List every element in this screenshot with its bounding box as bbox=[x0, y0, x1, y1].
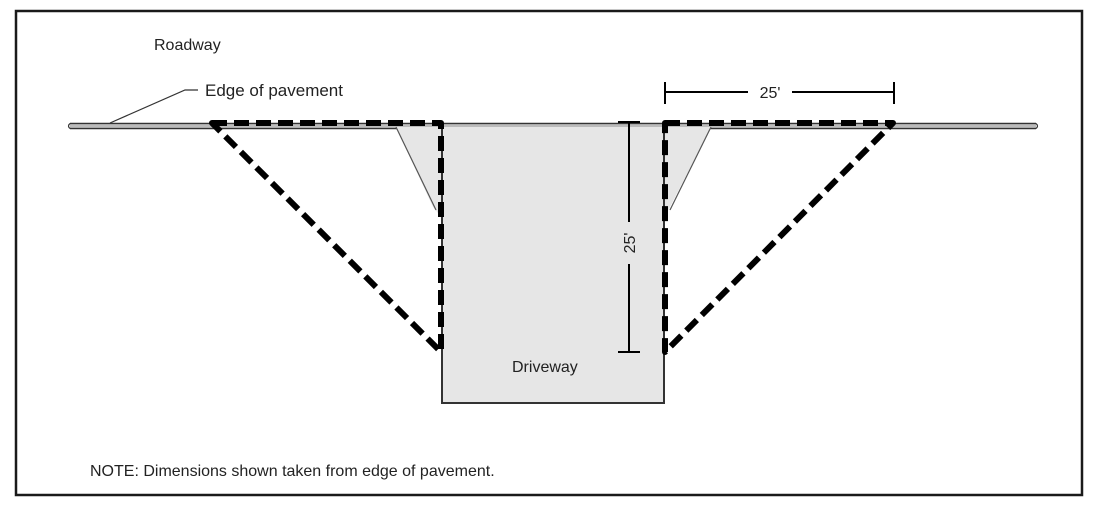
dimension-vertical-label: 25' bbox=[622, 233, 639, 254]
dimension-horizontal bbox=[664, 82, 895, 104]
driveway-flare-right-edge bbox=[669, 126, 712, 211]
roadway-label: Roadway bbox=[154, 37, 221, 54]
sight-triangle-right bbox=[662, 120, 896, 355]
driveway-label: Driveway bbox=[512, 359, 578, 376]
driveway-flare-left-edge bbox=[395, 126, 437, 211]
driveway-area bbox=[442, 127, 664, 403]
edge-of-pavement-leader bbox=[109, 89, 198, 124]
note-text: NOTE: Dimensions shown taken from edge o… bbox=[90, 463, 495, 480]
dimension-horizontal-label: 25' bbox=[760, 85, 781, 102]
dimension-vertical bbox=[618, 121, 640, 353]
sight-triangle-left bbox=[209, 120, 444, 355]
edge-of-pavement-label: Edge of pavement bbox=[205, 81, 343, 100]
